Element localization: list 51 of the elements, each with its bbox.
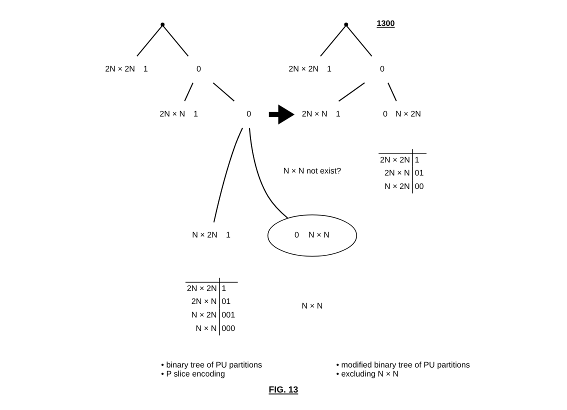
node-label: 2N × N xyxy=(302,110,328,119)
node-label: 2N × N xyxy=(160,110,186,119)
label: • excluding N × N xyxy=(336,369,399,378)
label: 2N × 2N xyxy=(380,155,410,164)
connector xyxy=(162,26,189,56)
node-text: 0 xyxy=(383,110,388,119)
label: N × N not exist? xyxy=(283,166,342,176)
connector xyxy=(136,26,162,56)
label: 1300 xyxy=(376,18,395,28)
node-label: 2N × 2N xyxy=(288,64,319,74)
label: • modified binary tree of PU partitions xyxy=(336,360,470,370)
node-text: 0 xyxy=(196,64,202,74)
label: 001 xyxy=(222,310,236,320)
node-point xyxy=(160,22,165,27)
node-label: 2N × 2N xyxy=(105,64,136,74)
label: N × N xyxy=(196,324,217,333)
label: N × 2N xyxy=(384,182,410,191)
connector xyxy=(248,128,288,219)
connector xyxy=(346,26,372,56)
label: 01 xyxy=(414,168,424,178)
label: 1 xyxy=(414,155,420,164)
node-text: 1 xyxy=(336,110,340,119)
label: • P slice encoding xyxy=(161,369,226,378)
label: 1 xyxy=(222,284,226,293)
node-text: 0 xyxy=(380,64,385,74)
caption: FIG. 13 xyxy=(268,384,298,395)
label: 01 xyxy=(222,297,231,306)
label: N × 2N xyxy=(191,310,217,320)
label: 2N × N xyxy=(191,297,217,306)
label: 2N × N xyxy=(384,168,410,178)
connector xyxy=(388,82,397,102)
label: 000 xyxy=(222,324,236,333)
node-text: 0 xyxy=(246,110,252,119)
node-text: 1 xyxy=(143,64,148,74)
node-text: 1 xyxy=(226,230,231,240)
arrow xyxy=(268,104,295,125)
node-label: N × 2N xyxy=(396,110,421,119)
node-text: 1 xyxy=(326,64,332,74)
node-point xyxy=(344,22,348,27)
label: 2N × 2N xyxy=(186,284,217,293)
connector xyxy=(212,82,235,102)
node-ellipse: 0 N × N xyxy=(268,214,357,257)
label: • binary tree of PU partitions xyxy=(161,360,262,370)
node-text: 1 xyxy=(194,110,198,119)
label: N × N xyxy=(302,302,323,311)
connector xyxy=(320,26,346,56)
connector xyxy=(213,128,243,222)
node-label: N × 2N xyxy=(192,230,218,240)
label: 00 xyxy=(414,182,424,191)
connector xyxy=(338,82,365,102)
connector xyxy=(184,82,194,102)
